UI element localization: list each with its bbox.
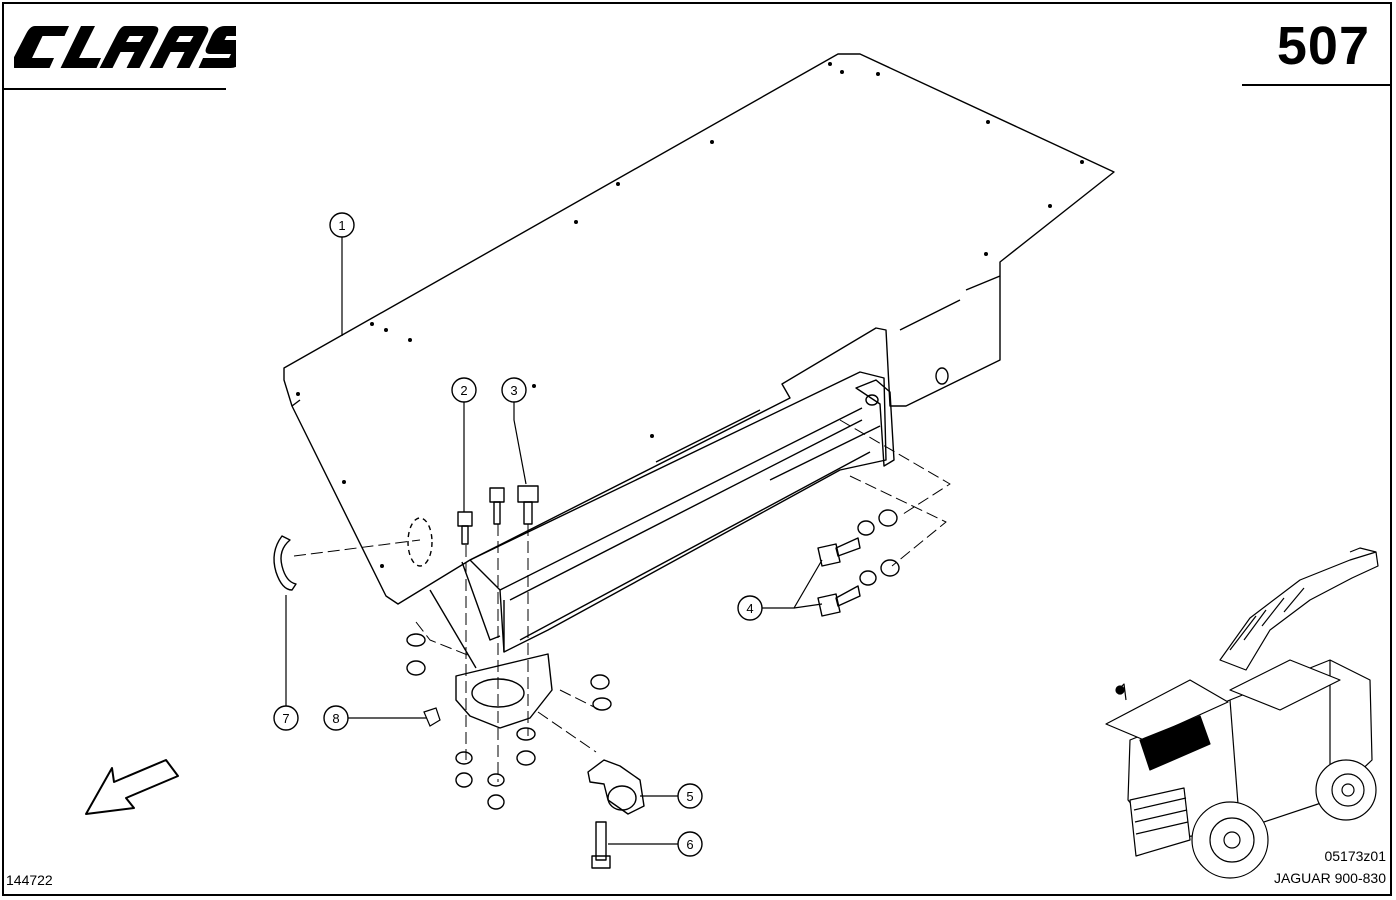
- cover-plate: [283, 53, 1115, 605]
- callout-label: 6: [686, 837, 693, 852]
- callout-2: 2: [451, 377, 477, 403]
- figure-code: 05173z01: [1324, 848, 1386, 864]
- header-rule-right: [1242, 84, 1392, 86]
- header-rule-left: [2, 88, 226, 90]
- callout-label: 8: [332, 711, 339, 726]
- callout-label: 7: [282, 711, 289, 726]
- callout-label: 1: [338, 218, 345, 233]
- callout-label: 4: [746, 601, 753, 616]
- callout-7: 7: [273, 705, 299, 731]
- callout-label: 2: [460, 383, 467, 398]
- callout-label: 5: [686, 789, 693, 804]
- callout-label: 3: [510, 383, 517, 398]
- beam: [469, 371, 887, 653]
- drawing-number: 144722: [6, 872, 53, 888]
- callout-5: 5: [677, 783, 703, 809]
- model-name: JAGUAR 900-830: [1273, 870, 1386, 886]
- page-number: 507: [1276, 16, 1370, 76]
- callout-8: 8: [323, 705, 349, 731]
- callout-4: 4: [737, 595, 763, 621]
- direction-arrow-icon: [85, 759, 179, 815]
- clamp: [587, 759, 645, 815]
- circlip: [273, 535, 297, 591]
- harvester-thumbnail: [1105, 547, 1379, 879]
- callout-3: 3: [501, 377, 527, 403]
- callout-6: 6: [677, 831, 703, 857]
- mount-flange: [455, 653, 553, 729]
- callout-1: 1: [329, 212, 355, 238]
